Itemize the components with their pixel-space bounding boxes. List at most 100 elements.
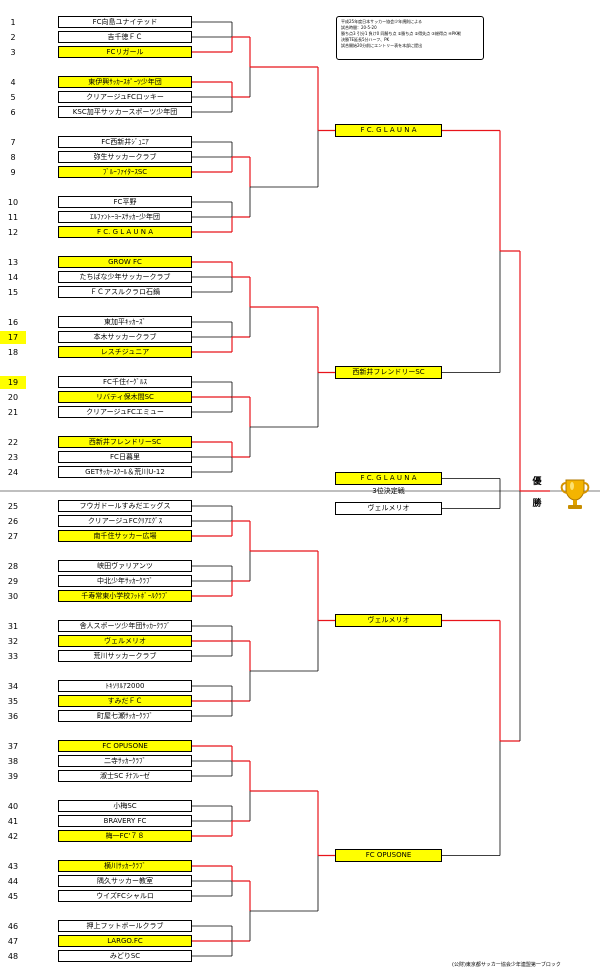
footer-credit: (公財)東京都サッカー協会少年連盟第一ブロック: [452, 962, 561, 968]
team-seed-number: 26: [7, 517, 19, 526]
team-seed-number: 46: [7, 922, 19, 931]
team-seed-number: 10: [7, 198, 19, 207]
note-line: 平成25年度日本サッカー協会少年規則による: [341, 19, 422, 24]
team-seed-number: 37: [7, 742, 19, 751]
team-box: 押上フットボールクラブ: [58, 920, 192, 932]
team-box: 東伊興ｻｯｶｰｽﾎﾟｰﾂ少年団: [58, 76, 192, 88]
team-box: クリアージュFCｸﾘｱｴｸﾞｽ: [58, 515, 192, 527]
team-box: 吉千徳ＦＣ: [58, 31, 192, 43]
note-line: 勝ち点3 引分1 負け0 同勝ち点 ①勝ち点 ②得失点 ③総得点 ④PK戦: [341, 31, 461, 36]
round-winner-box: F C. G L A U N A: [335, 124, 442, 137]
team-box: クリアージュFCエミュー: [58, 406, 192, 418]
team-box: 梅一FC'７８: [58, 830, 192, 842]
team-seed-number: 17: [0, 331, 26, 344]
team-box: 二寺ｻｯｶｰｸﾗﾌﾞ: [58, 755, 192, 767]
note-line: 決勝TE延長5分ハーフ、PK: [341, 37, 390, 42]
team-seed-number: 31: [7, 622, 19, 631]
team-seed-number: 18: [7, 348, 19, 357]
team-box: クリアージュFCロッキー: [58, 91, 192, 103]
note-line: 試合開始20分前にエントリー表を本部に提出: [341, 43, 423, 48]
team-box: FC向島ユナイテッド: [58, 16, 192, 28]
team-seed-number: 19: [0, 376, 26, 389]
team-box: 西新井フレンドリーSC: [58, 436, 192, 448]
team-box: FC西新井ｼﾞｭﾆｱ: [58, 136, 192, 148]
team-seed-number: 15: [7, 288, 19, 297]
team-seed-number: 12: [7, 228, 19, 237]
team-box: ヴェルメリオ: [58, 635, 192, 647]
team-seed-number: 16: [7, 318, 19, 327]
team-seed-number: 7: [10, 138, 16, 147]
team-seed-number: 6: [10, 108, 16, 117]
team-box: みどりSC: [58, 950, 192, 962]
team-box: 町屋七瀬ｻｯｶｰｸﾗﾌﾞ: [58, 710, 192, 722]
team-seed-number: 40: [7, 802, 19, 811]
team-box: ウイズFCシャルロ: [58, 890, 192, 902]
team-seed-number: 11: [7, 213, 19, 222]
team-seed-number: 5: [10, 93, 16, 102]
team-box: 中北少年ｻｯｶｰｸﾗﾌﾞ: [58, 575, 192, 587]
team-box: 本木サッカークラブ: [58, 331, 192, 343]
team-box: 千寿常東小学校ﾌｯﾄﾎﾞｰﾙｸﾗﾌﾞ: [58, 590, 192, 602]
team-box: ｴﾙﾌｧﾝﾄｰﾖｰｽｻｯｶｰ少年団: [58, 211, 192, 223]
team-seed-number: 34: [7, 682, 19, 691]
team-seed-number: 25: [7, 502, 19, 511]
team-seed-number: 4: [10, 78, 16, 87]
team-seed-number: 33: [7, 652, 19, 661]
team-box: 弥生サッカークラブ: [58, 151, 192, 163]
round-winner-box: ヴェルメリオ: [335, 614, 442, 627]
team-seed-number: 39: [7, 772, 19, 781]
team-box: F C. G L A U N A: [58, 226, 192, 238]
team-seed-number: 1: [10, 18, 16, 27]
team-box: ﾄｷｿﾘﾙｱ2000: [58, 680, 192, 692]
team-seed-number: 43: [7, 862, 19, 871]
team-seed-number: 35: [7, 697, 19, 706]
team-box: GETｻｯｶｰｽｸｰﾙ＆荒川U-12: [58, 466, 192, 478]
team-seed-number: 23: [7, 453, 19, 462]
team-box: 淑士SC ﾁﾅﾌﾚｰゼ: [58, 770, 192, 782]
round-winner-box: 西新井フレンドリーSC: [335, 366, 442, 379]
team-box: BRAVERY FC: [58, 815, 192, 827]
team-box: GROW FC: [58, 256, 192, 268]
team-seed-number: 24: [7, 468, 19, 477]
team-seed-number: 41: [7, 817, 19, 826]
team-seed-number: 30: [7, 592, 19, 601]
third-place-team-box: ヴェルメリオ: [335, 502, 442, 515]
note-line: 試合時間：20-5-20: [341, 25, 377, 30]
team-box: 小梅SC: [58, 800, 192, 812]
team-seed-number: 32: [7, 637, 19, 646]
team-box: FCリガール: [58, 46, 192, 58]
round-winner-box: FC OPUSONE: [335, 849, 442, 862]
trophy-icon: [560, 479, 590, 509]
team-box: KSC加平サッカースポーツ少年団: [58, 106, 192, 118]
team-box: FC千住ｲｰｸﾞﾙｽ: [58, 376, 192, 388]
team-seed-number: 13: [7, 258, 19, 267]
champion-label-1: 優: [532, 477, 542, 487]
team-seed-number: 8: [10, 153, 16, 162]
team-box: ＦＣアスルクラロ石鍋: [58, 286, 192, 298]
team-box: LARGO.FC: [58, 935, 192, 947]
team-box: 隅久サッカー教室: [58, 875, 192, 887]
team-seed-number: 2: [10, 33, 16, 42]
rules-notes: 平成25年度日本サッカー協会少年規則による 試合時間：20-5-20 勝ち点3 …: [336, 16, 484, 60]
team-box: 東加平ｷｯｶｰｽﾞ: [58, 316, 192, 328]
team-box: 舎人スポーツ少年団ｻｯｶｰｸﾗﾌﾞ: [58, 620, 192, 632]
team-box: 南千住サッカー広場: [58, 530, 192, 542]
team-seed-number: 47: [7, 937, 19, 946]
team-seed-number: 29: [7, 577, 19, 586]
team-seed-number: 22: [7, 438, 19, 447]
team-seed-number: 27: [7, 532, 19, 541]
team-seed-number: 38: [7, 757, 19, 766]
team-seed-number: 44: [7, 877, 19, 886]
team-box: リバティ保木間SC: [58, 391, 192, 403]
team-seed-number: 14: [7, 273, 19, 282]
team-box: レスチジュニア: [58, 346, 192, 358]
team-seed-number: 9: [10, 168, 16, 177]
team-seed-number: 21: [7, 408, 19, 417]
team-seed-number: 20: [7, 393, 19, 402]
team-box: FC日暮里: [58, 451, 192, 463]
final-top-box: F C. G L A U N A: [335, 472, 442, 485]
team-box: ﾌﾞﾙｰﾌｧｲﾀｰｽSC: [58, 166, 192, 178]
team-box: すみだＦＣ: [58, 695, 192, 707]
team-seed-number: 3: [10, 48, 16, 57]
